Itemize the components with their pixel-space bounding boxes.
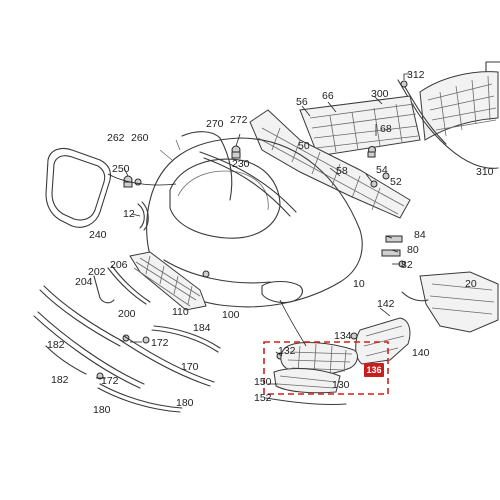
callout-262: 262 — [107, 132, 125, 144]
leader-lines — [96, 73, 410, 385]
callout-84: 84 — [414, 229, 426, 241]
highlight-frame: 136 — [263, 341, 389, 395]
callout-80: 80 — [407, 244, 419, 256]
callout-12: 12 — [123, 208, 135, 220]
lower-trim-strips — [33, 285, 221, 413]
callout-180-right: 180 — [176, 397, 194, 409]
callout-110: 110 — [172, 306, 189, 318]
callout-52: 52 — [390, 176, 402, 188]
callout-184: 184 — [193, 322, 211, 334]
sensor-bracket-12 — [137, 201, 149, 231]
callout-56: 56 — [296, 96, 308, 108]
fog-lamp-cover-right — [355, 317, 411, 365]
callout-54: 54 — [376, 164, 388, 176]
callout-134: 134 — [334, 330, 352, 342]
callout-20: 20 — [465, 278, 477, 290]
callout-204: 204 — [75, 276, 93, 288]
callout-142: 142 — [377, 298, 395, 310]
callout-10: 10 — [353, 278, 365, 290]
callout-82: 82 — [401, 259, 413, 271]
bumper-reinforcement-part — [419, 71, 499, 141]
callout-68: 68 — [380, 123, 392, 135]
bracket-20 — [401, 271, 499, 333]
callout-250: 250 — [112, 163, 130, 175]
upper-bracket-strip — [299, 95, 421, 157]
callout-310: 310 — [476, 166, 494, 178]
callout-172-lower: 172 — [101, 375, 119, 387]
callout-270: 270 — [206, 118, 224, 130]
callout-66: 66 — [322, 90, 334, 102]
callout-202: 202 — [88, 266, 106, 278]
grille-insert-136 — [265, 342, 358, 406]
callout-200: 200 — [118, 308, 136, 320]
highlight-part-number: 136 — [366, 365, 381, 375]
callout-240: 240 — [89, 229, 107, 241]
callout-labels: 312 300 56 66 68 270 272 262 260 250 230… — [47, 69, 494, 416]
highlight-tag — [364, 363, 384, 377]
callout-170: 170 — [181, 361, 199, 373]
lower-grille-110 — [129, 251, 207, 311]
callout-152: 152 — [254, 392, 272, 404]
callout-180-left: 180 — [93, 404, 111, 416]
callout-182-lower: 182 — [51, 374, 69, 386]
trim-strip-230 — [199, 151, 297, 217]
callout-182-upper: 182 — [47, 339, 65, 351]
callout-230: 230 — [232, 158, 250, 170]
callout-130: 130 — [332, 379, 350, 391]
callout-140: 140 — [412, 347, 430, 359]
callout-58: 58 — [336, 165, 348, 177]
callout-272: 272 — [230, 114, 248, 126]
callout-206: 206 — [110, 259, 128, 271]
callout-150: 150 — [254, 376, 272, 388]
callout-100: 100 — [222, 309, 240, 321]
grille-frame-240 — [45, 147, 112, 228]
callout-312: 312 — [407, 69, 425, 81]
side-strips-left — [93, 265, 151, 305]
callout-300: 300 — [371, 88, 389, 100]
callout-172-upper: 172 — [151, 337, 169, 349]
callout-132: 132 — [278, 345, 296, 357]
bumper-carrier-50 — [249, 109, 411, 219]
callout-260: 260 — [131, 132, 149, 144]
callout-50: 50 — [298, 140, 310, 152]
